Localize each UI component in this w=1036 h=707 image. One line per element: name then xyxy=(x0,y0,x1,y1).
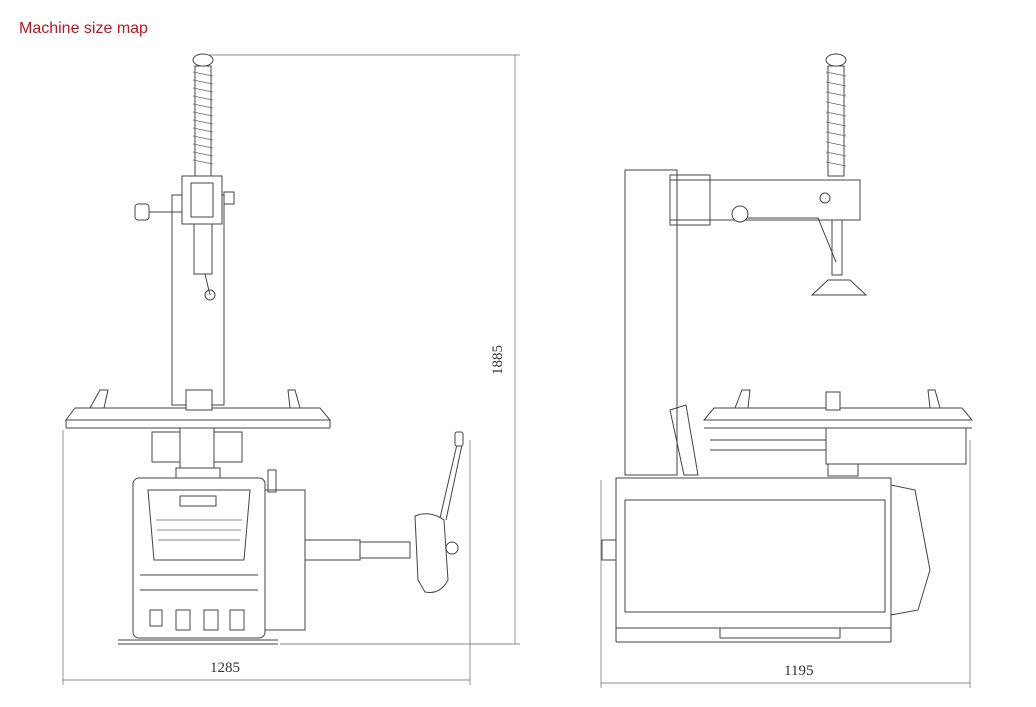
height-label: 1885 xyxy=(490,345,506,375)
front-width-label: 1285 xyxy=(210,660,240,676)
front-side-panel xyxy=(264,489,306,631)
side-width-label: 1195 xyxy=(784,663,813,679)
front-view: 1285 1885 xyxy=(62,53,520,685)
front-pedal-1 xyxy=(149,609,163,627)
side-column xyxy=(624,169,678,476)
front-knob xyxy=(192,53,214,67)
page-title: Machine size map xyxy=(19,20,148,37)
front-column xyxy=(171,194,225,406)
side-arm xyxy=(669,179,861,221)
front-spring xyxy=(192,71,214,165)
side-mount-head xyxy=(810,279,868,296)
front-bead-paddle xyxy=(414,513,449,593)
side-clamp-cylinder xyxy=(825,427,967,465)
side-turntable xyxy=(702,407,974,421)
front-pedal-2 xyxy=(175,609,191,631)
front-turntable xyxy=(65,407,332,421)
side-lock-knob xyxy=(731,205,749,223)
front-pedal-3 xyxy=(203,609,219,631)
front-pedal-4 xyxy=(229,609,245,631)
front-head-block xyxy=(181,175,223,225)
front-lock-handle xyxy=(134,203,150,221)
side-view: 1195 xyxy=(600,53,974,688)
